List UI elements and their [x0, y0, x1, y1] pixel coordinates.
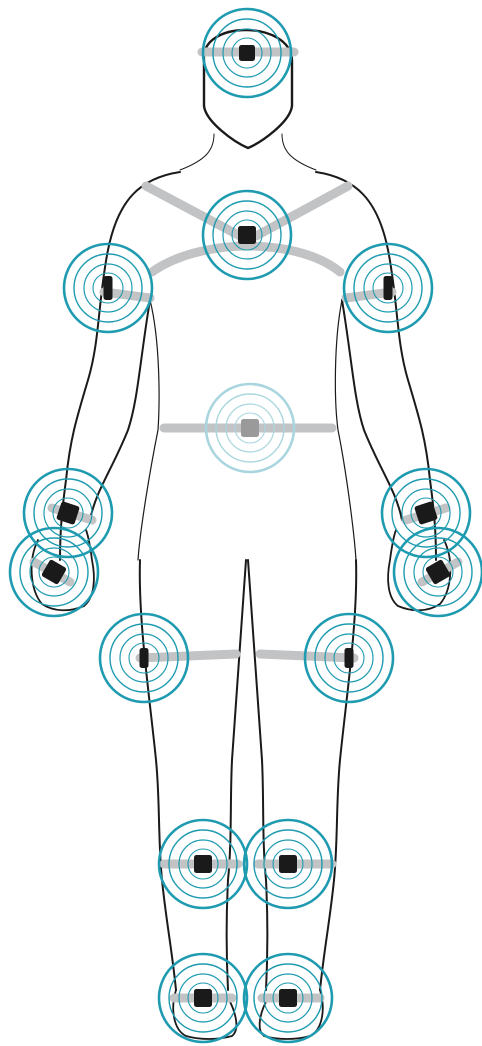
sensor-left-forearm [24, 469, 112, 557]
motion-sensor-icon [384, 276, 393, 300]
motion-sensor-icon [345, 648, 354, 668]
right-arm-outer [316, 172, 436, 560]
motion-sensor-icon [279, 989, 297, 1007]
torso-right [335, 300, 356, 560]
sensor-left-upper-arm [64, 244, 152, 332]
chest-strap-left [146, 186, 240, 236]
motion-sensor-icon [238, 226, 256, 244]
motion-sensor-icon [279, 855, 297, 873]
motion-sensor-icon [104, 276, 113, 300]
sensor-right-hand [394, 528, 482, 616]
sensor-layer [10, 9, 482, 1042]
neck-left [180, 134, 214, 170]
motion-sensor-icon [194, 989, 212, 1007]
motion-sensor-icon [56, 501, 80, 525]
neck-right [282, 134, 316, 170]
sensor-left-hand [10, 528, 98, 616]
right-thigh-strap [260, 654, 354, 658]
motion-sensor-icon [194, 855, 212, 873]
left-arm-inner [90, 300, 150, 520]
motion-sensor-icon [241, 419, 259, 437]
motion-sensor-icon [239, 45, 255, 61]
left-leg-inner [227, 560, 247, 990]
sensor-chest [203, 191, 291, 279]
motion-sensor-icon [140, 648, 149, 668]
right-leg-inner [248, 560, 268, 990]
sensor-right-upper-arm [344, 244, 432, 332]
torso-left [138, 300, 159, 560]
